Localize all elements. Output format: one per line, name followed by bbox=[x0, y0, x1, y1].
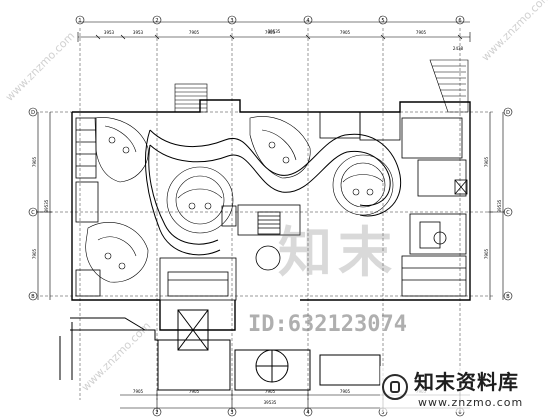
axis-label-3: 3 bbox=[230, 18, 233, 24]
brand-url: www.znzmo.com bbox=[418, 396, 524, 409]
bottom-dim-4: 7905 bbox=[340, 389, 351, 394]
left-total-dim: 39535 bbox=[44, 199, 49, 212]
brand-badge: 知末资料库 www.znzmo.com bbox=[380, 366, 554, 412]
axis-label-c-right: C bbox=[506, 210, 510, 216]
right-total-dim: 39535 bbox=[497, 199, 502, 212]
bottom-total-dim: 39535 bbox=[264, 400, 277, 405]
pod-top-left bbox=[94, 117, 149, 183]
axis-label-6: 6 bbox=[458, 18, 461, 24]
axis-label-bottom-3: 3 bbox=[230, 410, 233, 416]
left-dim-2: 7905 bbox=[32, 248, 37, 259]
pod-bottom-left bbox=[85, 221, 149, 283]
brand-logo-icon bbox=[382, 374, 408, 400]
stair-top-right bbox=[429, 59, 469, 113]
top-dim-1: 3953 bbox=[104, 30, 115, 35]
top-dim-6: 7905 bbox=[416, 30, 427, 35]
watermark-id: ID:632123074 bbox=[248, 312, 407, 337]
stair-top-left bbox=[174, 83, 208, 113]
right-rooms bbox=[319, 111, 468, 297]
lower-extension bbox=[59, 309, 381, 391]
brand-name: 知末资料库 bbox=[414, 370, 519, 394]
axis-label-1: 1 bbox=[78, 18, 81, 24]
bottom-dim-1: 7905 bbox=[133, 389, 144, 394]
serpentine-walkway bbox=[145, 129, 402, 256]
watermark-logo-text: 知末 bbox=[278, 221, 398, 284]
pod-center bbox=[166, 166, 234, 234]
central-core bbox=[159, 204, 301, 301]
pod-top-center bbox=[249, 116, 311, 179]
axis-label-2: 2 bbox=[155, 18, 158, 24]
right-dim-1: 7905 bbox=[484, 156, 489, 167]
top-dim-4: 7905 bbox=[265, 30, 276, 35]
top-dim-5: 7905 bbox=[340, 30, 351, 35]
axis-bubbles bbox=[28, 15, 513, 417]
right-dim-2: 7905 bbox=[484, 248, 489, 259]
pod-right bbox=[332, 154, 394, 216]
top-dim-3: 7905 bbox=[189, 30, 200, 35]
left-rooms bbox=[75, 117, 101, 297]
axis-label-bottom-6: 6 bbox=[458, 410, 461, 416]
axis-label-bottom-2: 2 bbox=[155, 410, 158, 416]
axis-label-d: D bbox=[31, 110, 35, 116]
bottom-dim-3: 7905 bbox=[265, 389, 276, 394]
top-right-dim: 2438 bbox=[453, 46, 464, 51]
top-dimension-line bbox=[77, 21, 471, 42]
axis-label-5: 5 bbox=[381, 18, 384, 24]
side-dimension-lines bbox=[36, 112, 505, 300]
bottom-dim-2: 7905 bbox=[189, 389, 200, 394]
top-total-dim: 39535 bbox=[268, 29, 281, 34]
axis-label-4: 4 bbox=[306, 18, 309, 24]
axis-label-b: B bbox=[31, 294, 35, 300]
axis-label-bottom-4: 4 bbox=[306, 410, 309, 416]
axis-label-d-right: D bbox=[506, 110, 510, 116]
left-dim-1: 7905 bbox=[32, 156, 37, 167]
top-dim-2: 3953 bbox=[133, 30, 144, 35]
axis-label-c: C bbox=[31, 210, 35, 216]
axis-label-b-right: B bbox=[506, 294, 510, 300]
axis-label-bottom-5: 5 bbox=[381, 410, 384, 416]
